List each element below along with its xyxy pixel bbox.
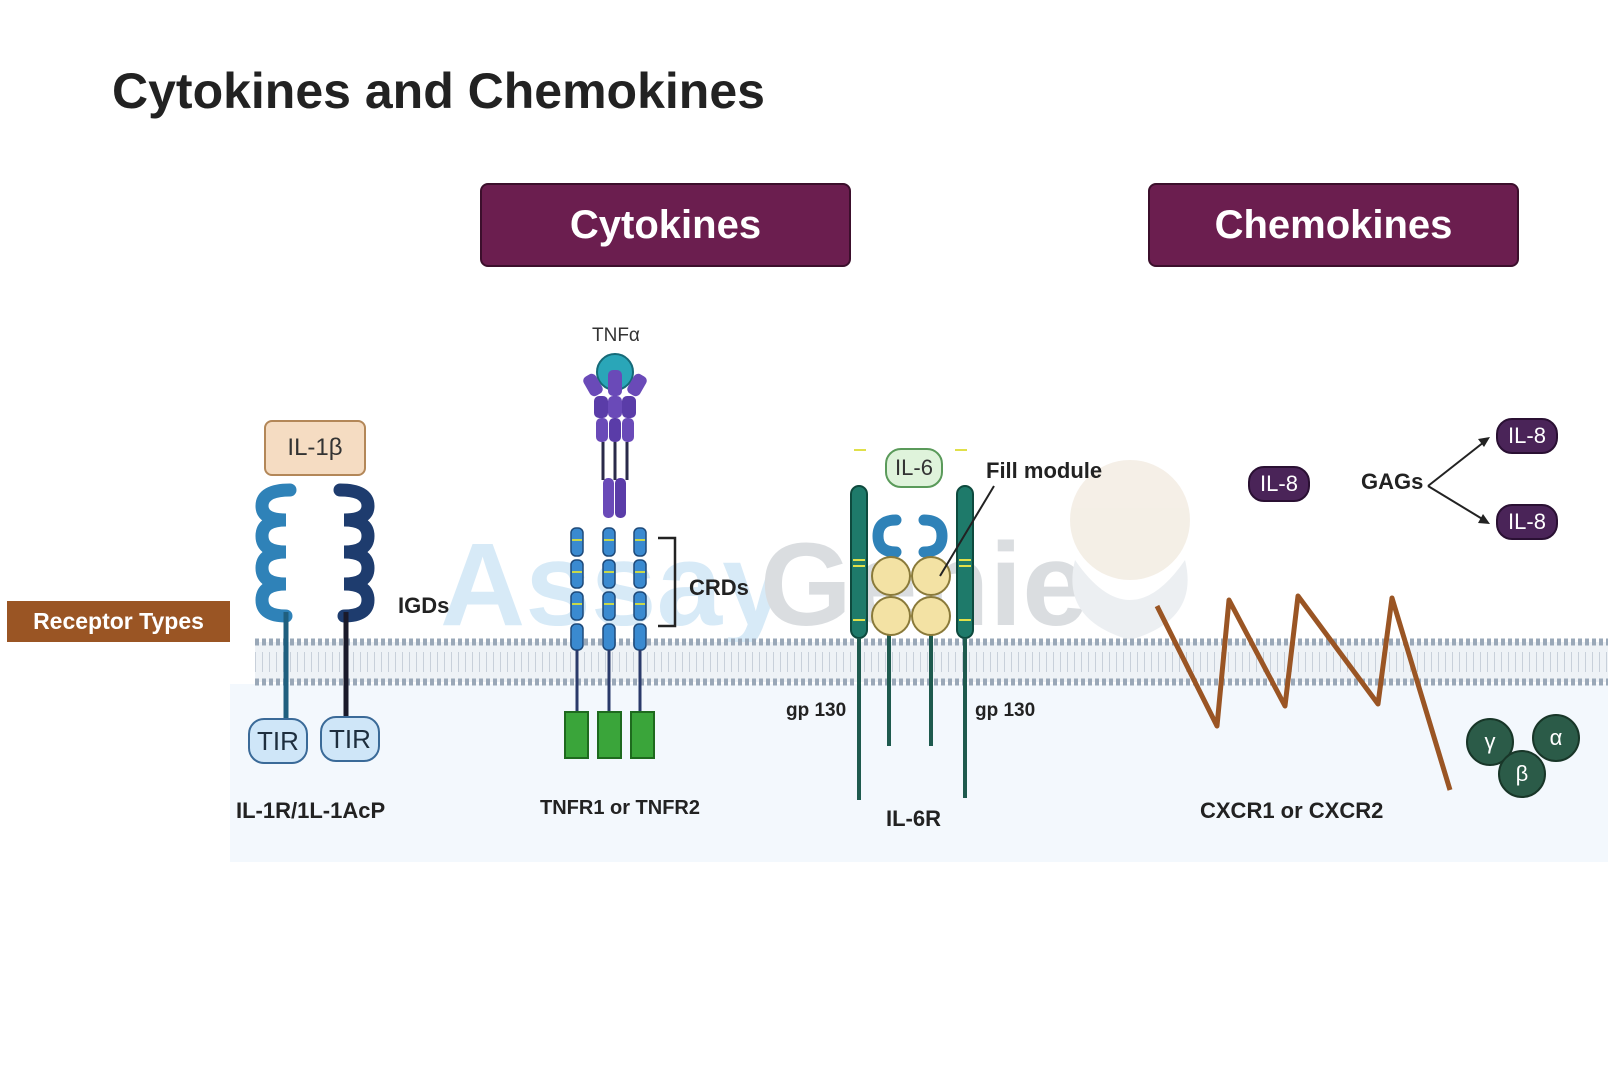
il1-receptor-name: IL-1R/1L-1AcP	[236, 798, 386, 823]
il8-free: IL-8	[1248, 466, 1310, 502]
g-protein-alpha: α	[1532, 714, 1580, 762]
receptor-types-label: Receptor Types	[7, 601, 230, 642]
il8-bottom: IL-8	[1496, 504, 1558, 540]
il6-ligand: IL-6	[885, 448, 943, 488]
gp130-right-label: gp 130	[975, 700, 1036, 721]
gags-label: GAGs	[1361, 469, 1424, 494]
crds-label: CRDs	[689, 575, 749, 600]
tir-domain-left: TIR	[248, 718, 308, 764]
chemokines-header: Chemokines	[1148, 183, 1519, 267]
cxcr-receptor-name: CXCR1 or CXCR2	[1200, 798, 1384, 823]
il6-receptor-name: IL-6R	[886, 806, 941, 831]
il1b-ligand: IL-1β	[264, 420, 366, 476]
tnf-alpha-label: TNFα	[592, 325, 640, 346]
tnf-ligand	[583, 353, 647, 518]
cytoplasm-area	[230, 684, 1608, 862]
page-title: Cytokines and Chemokines	[112, 63, 765, 119]
il1-receptor	[255, 483, 375, 722]
tnf-receptor	[564, 527, 677, 759]
gp130-left-label: gp 130	[786, 700, 847, 721]
tnf-receptor-name: TNFR1 or TNFR2	[540, 797, 700, 819]
igds-label: IGDs	[398, 593, 450, 618]
watermark: Assay Genie	[440, 460, 1190, 651]
fill-module-label: Fill module	[986, 458, 1103, 483]
cytokines-header: Cytokines	[480, 183, 851, 267]
gags-arrows	[1427, 437, 1490, 524]
il8-top: IL-8	[1496, 418, 1558, 454]
tir-domain-right: TIR	[320, 716, 380, 762]
g-protein-beta: β	[1498, 750, 1546, 798]
cxcr-receptor	[1154, 593, 1453, 791]
il6-receptor	[850, 449, 995, 800]
